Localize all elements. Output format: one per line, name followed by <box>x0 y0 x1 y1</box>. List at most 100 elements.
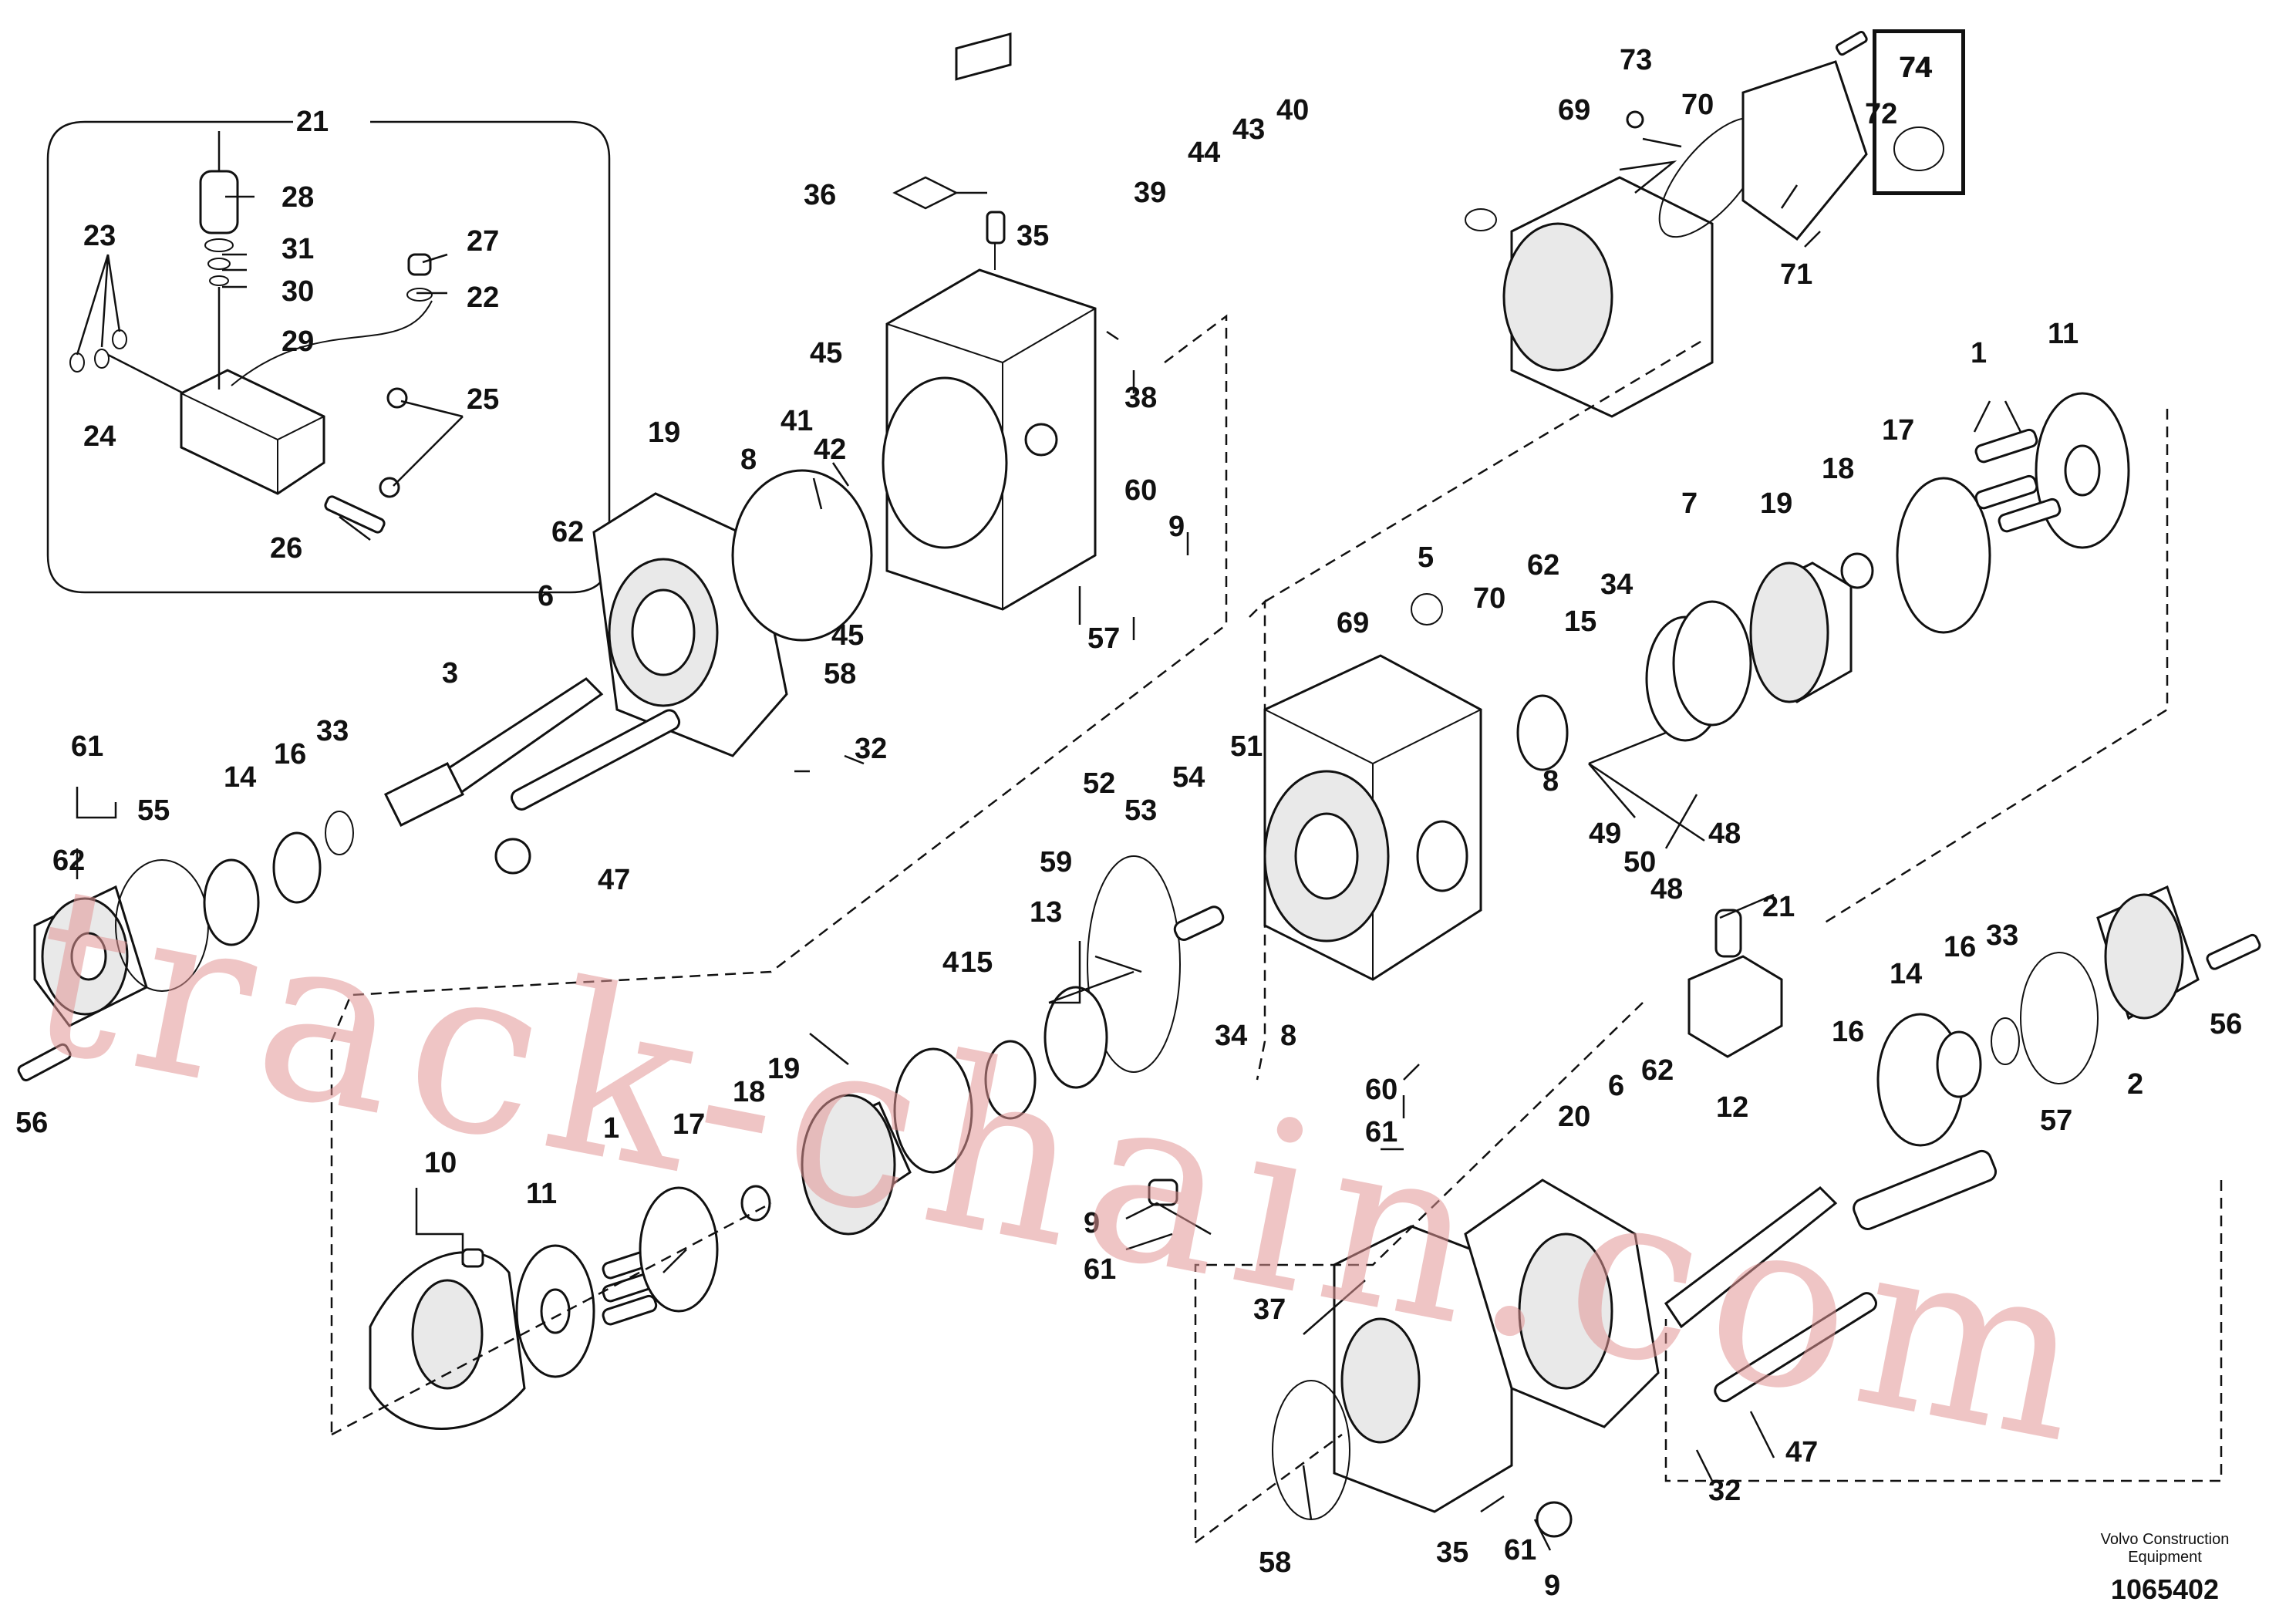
part-label: 56 <box>15 1107 48 1139</box>
part-label: 7 <box>1681 487 1698 520</box>
rear-cover-assembly <box>1687 885 2261 1230</box>
part-label: 14 <box>224 761 256 794</box>
part-label: 11 <box>2048 318 2079 350</box>
part-label: 62 <box>1641 1054 1674 1087</box>
part-label: 36 <box>804 179 836 211</box>
part-label: 16 <box>1944 931 1976 963</box>
part-label: 17 <box>1882 414 1914 447</box>
part-label: 74 <box>1899 52 1931 84</box>
part-label: 61 <box>1084 1253 1116 1286</box>
part-label: 71 <box>1780 258 1812 291</box>
part-label: 9 <box>1084 1207 1100 1239</box>
upper-rotating-group <box>1516 392 2130 771</box>
inset-detail-panel <box>46 120 611 594</box>
part-label: 25 <box>467 383 499 416</box>
part-label: 59 <box>1040 846 1072 878</box>
part-label: 45 <box>831 619 864 652</box>
part-label: 37 <box>1253 1293 1286 1326</box>
part-label: 27 <box>467 225 499 258</box>
part-label: 32 <box>1708 1475 1741 1507</box>
brand-line-2: Equipment <box>2128 1549 2202 1566</box>
part-label: 30 <box>282 275 314 308</box>
part-label: 57 <box>2040 1104 2072 1137</box>
part-label: 22 <box>467 282 499 314</box>
part-label: 2 <box>2127 1068 2143 1101</box>
part-label: 60 <box>1124 474 1157 507</box>
part-label: 33 <box>316 715 349 747</box>
part-label: 9 <box>1168 511 1185 543</box>
part-label: 26 <box>270 532 302 565</box>
group-boundary-lines <box>330 314 2223 1544</box>
part-label: 55 <box>137 794 170 827</box>
part-label: 52 <box>1083 767 1115 800</box>
front-cover-assembly <box>17 811 354 1082</box>
brand-line-1: Volvo Construction <box>2100 1531 2230 1548</box>
part-label: 61 <box>1365 1116 1397 1148</box>
part-74-inset-box <box>1873 29 1965 195</box>
swash-plate-group <box>369 1185 771 1430</box>
part-label: 69 <box>1558 94 1590 126</box>
part-label: 47 <box>1785 1436 1818 1469</box>
part-label: 1 <box>603 1112 619 1145</box>
part-label: 62 <box>551 516 584 548</box>
part-label: 8 <box>1542 765 1559 798</box>
part-label: 32 <box>855 733 887 765</box>
part-label: 56 <box>2210 1008 2242 1040</box>
part-label: 15 <box>960 946 993 979</box>
lower-rotating-group <box>801 855 1225 1236</box>
publisher-credit: Volvo Construction Equipment <box>2080 1531 2250 1566</box>
part-label: 20 <box>1558 1101 1590 1133</box>
part-label: 39 <box>1134 177 1166 209</box>
part-label: 13 <box>1030 896 1062 929</box>
part-label: 15 <box>1564 605 1596 638</box>
part-label: 21 <box>296 106 329 138</box>
part-label: 18 <box>733 1076 765 1108</box>
part-label: 69 <box>1337 607 1369 639</box>
part-label: 31 <box>282 233 314 265</box>
part-label: 48 <box>1650 873 1683 905</box>
part-label: 18 <box>1822 453 1854 485</box>
part-label: 48 <box>1708 818 1741 850</box>
part-label: 8 <box>1280 1020 1296 1052</box>
part-label: 51 <box>1230 730 1263 763</box>
part-label: 45 <box>810 337 842 369</box>
part-label: 12 <box>1716 1091 1748 1124</box>
part-label: 61 <box>71 730 103 763</box>
part-label: 5 <box>1418 541 1434 574</box>
part-label: 11 <box>526 1178 557 1210</box>
part-label: 6 <box>1608 1070 1624 1102</box>
part-label: 49 <box>1589 818 1621 850</box>
o-ring-74 <box>1893 126 1944 171</box>
part-label: 42 <box>814 433 846 466</box>
part-label: 41 <box>781 405 813 437</box>
part-label: 53 <box>1124 794 1157 827</box>
part-label: 9 <box>1544 1570 1560 1602</box>
part-label: 1 <box>1971 337 1987 369</box>
part-label: 16 <box>1832 1016 1864 1048</box>
part-label: 58 <box>1259 1546 1291 1579</box>
upper-pump-housing <box>882 32 1097 611</box>
part-label: 19 <box>767 1053 800 1085</box>
part-label: 40 <box>1276 94 1309 126</box>
leader-lines <box>76 137 2022 1551</box>
part-label: 38 <box>1124 382 1157 414</box>
part-label: 28 <box>282 181 314 214</box>
part-label: 54 <box>1172 761 1205 794</box>
part-label: 19 <box>1760 487 1792 520</box>
part-label: 6 <box>538 580 554 612</box>
valve-plate-housing <box>1263 593 1482 981</box>
part-label: 19 <box>648 416 680 449</box>
part-label: 24 <box>83 420 116 453</box>
part-label: 14 <box>1890 958 1922 990</box>
front-flange-and-shaft <box>383 469 873 875</box>
part-label: 23 <box>83 220 116 252</box>
part-label: 35 <box>1017 220 1049 252</box>
part-label: 70 <box>1473 582 1505 615</box>
part-label: 44 <box>1188 137 1220 169</box>
part-label: 17 <box>673 1108 705 1141</box>
gear-pump-cover <box>1465 30 1868 418</box>
part-label: 21 <box>1762 891 1795 923</box>
part-label: 3 <box>442 657 458 690</box>
